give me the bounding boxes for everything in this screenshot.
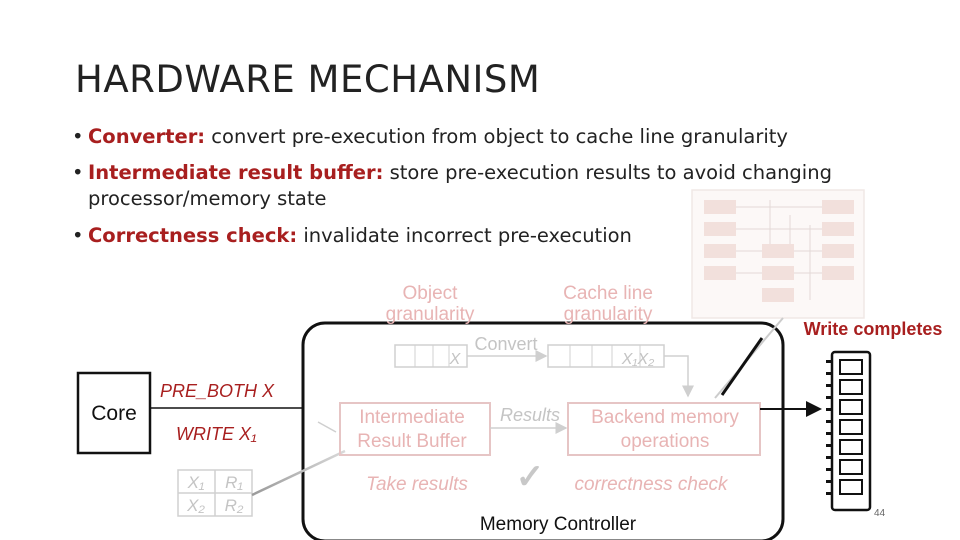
bullet-text: convert pre-execution from object to cac… <box>205 125 788 148</box>
bullet-correctness-check: •Correctness check: invalidate incorrect… <box>72 223 632 249</box>
bullet-text: invalidate incorrect pre-execution <box>297 224 632 247</box>
cache-line-granularity-line2: granularity <box>564 304 653 325</box>
object-buffer <box>394 344 468 368</box>
dram-module-icon <box>826 350 872 512</box>
convert-label: Convert <box>474 334 537 354</box>
x1x2-label: X₁X₂ <box>621 351 655 368</box>
reg-r1: R₁ <box>225 473 243 492</box>
bullet-marker: • <box>72 161 84 184</box>
memory-controller-label: Memory Controller <box>480 514 637 535</box>
backend-line2: operations <box>621 431 710 452</box>
x-label: X <box>449 351 462 368</box>
memory-controller-box <box>301 321 785 540</box>
intermediate-buffer-box <box>339 402 491 456</box>
backend-box <box>567 402 761 456</box>
cache-line-granularity-line1: Cache line <box>563 283 653 304</box>
write-label: WRITE X₁ <box>176 424 257 444</box>
object-granularity-line1: Object <box>403 283 459 304</box>
bullet-key: Correctness check: <box>88 224 298 247</box>
take-results-label: Take results <box>366 474 468 495</box>
object-granularity-line2: granularity <box>386 304 475 325</box>
page-number: 44 <box>874 508 886 519</box>
reg-x2: X₂ <box>186 496 205 515</box>
core-box <box>76 371 152 455</box>
bullet-key: Intermediate result buffer: <box>88 161 384 184</box>
bullet-text: store pre-execution results to avoid cha… <box>383 161 832 184</box>
write-completes-line <box>720 337 764 396</box>
correctness-check-label: correctness check <box>574 474 729 495</box>
bullet-marker: • <box>72 125 84 148</box>
results-label: Results <box>500 405 560 425</box>
pre-both-label: PRE_BOTH X <box>160 381 275 401</box>
intermediate-buffer-line2: Result Buffer <box>357 431 467 452</box>
reg-x1: X₁ <box>187 473 205 492</box>
check-mark-icon: ✓ <box>516 458 545 496</box>
bullet-intermediate-buffer: •Intermediate result buffer: store pre-e… <box>72 160 832 212</box>
register-table <box>177 469 253 517</box>
reg-r2: R₂ <box>225 496 244 515</box>
intermediate-buffer-line1: Intermediate <box>359 407 465 428</box>
core-label: Core <box>91 402 137 425</box>
write-completes-label: Write completes <box>804 319 943 339</box>
bullet-text-continued: processor/memory state <box>88 187 327 210</box>
backend-line1: Backend memory <box>591 407 739 428</box>
slide-title: HARDWARE MECHANISM <box>75 58 541 101</box>
bullet-marker: • <box>72 224 84 247</box>
background-schematic <box>691 189 865 319</box>
bullet-converter: •Converter: convert pre-execution from o… <box>72 124 788 150</box>
bullet-key: Converter: <box>88 125 206 148</box>
